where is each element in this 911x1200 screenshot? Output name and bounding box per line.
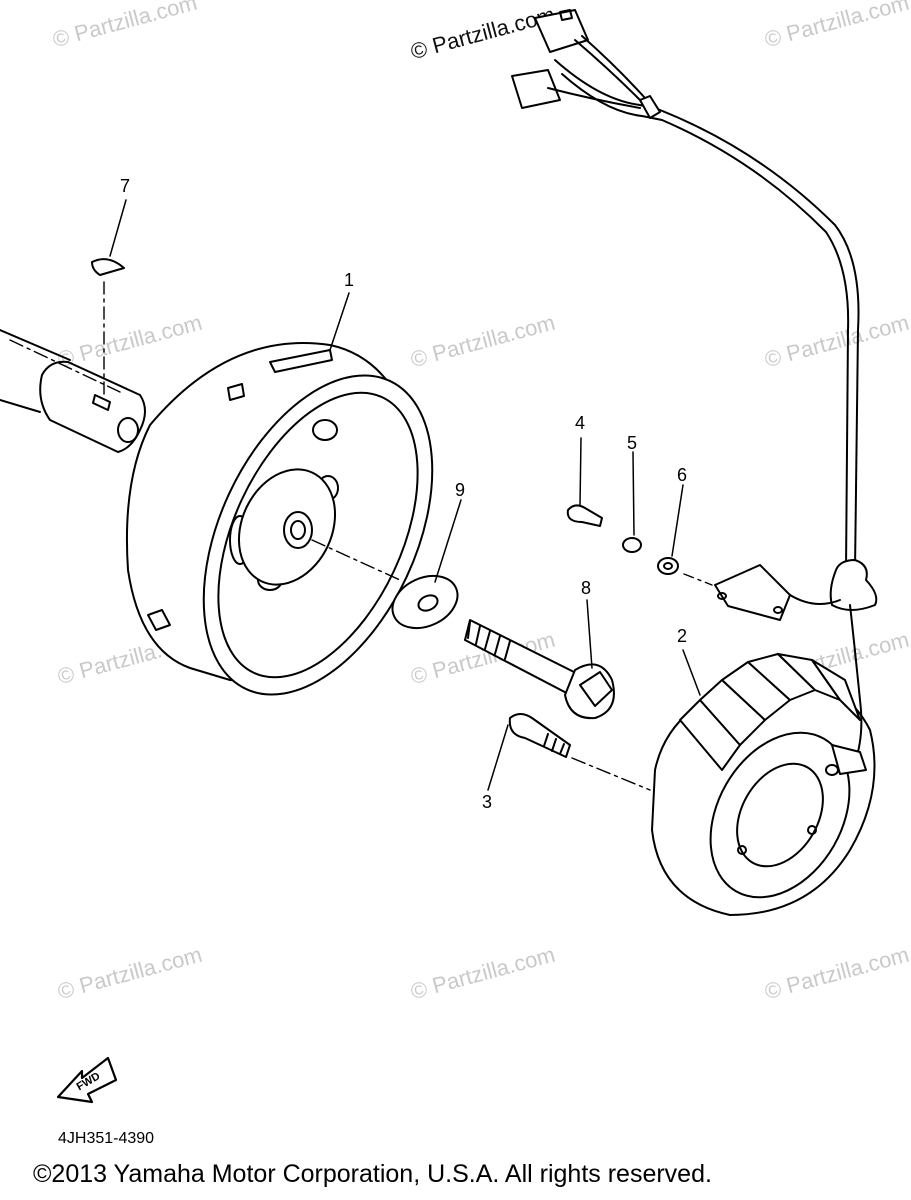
- callout-number: 9: [455, 480, 466, 500]
- flange-bolt: [464, 619, 615, 720]
- connector: [511, 69, 641, 109]
- plain-washer: [657, 557, 713, 586]
- callout-number: 2: [677, 626, 688, 646]
- lock-washer: [622, 537, 642, 553]
- callout-number: 3: [482, 792, 493, 812]
- diagram-code: 4JH351-4390: [58, 1130, 155, 1147]
- callout-number: 1: [344, 270, 355, 290]
- crankshaft: [0, 329, 146, 453]
- flywheel-rotor: [125, 341, 434, 696]
- callout-number: 6: [677, 465, 688, 485]
- callout-number: 5: [627, 433, 638, 453]
- wire-harness: [554, 59, 878, 775]
- callout-number: 7: [120, 176, 131, 196]
- stator-coil: [651, 653, 876, 916]
- fwd-arrow-icon: FWD: [56, 1056, 118, 1104]
- stator-screw: [508, 713, 651, 791]
- small-screw: [566, 504, 603, 527]
- washer: [391, 574, 459, 630]
- callout-number: 4: [575, 413, 586, 433]
- connector: [534, 9, 646, 101]
- leader-lines: [109, 199, 701, 791]
- pickup-coil: [714, 564, 791, 621]
- woodruff-key: [91, 258, 125, 396]
- callout-number: 8: [581, 578, 592, 598]
- copyright-notice: ©2013 Yamaha Motor Corporation, U.S.A. A…: [33, 1160, 712, 1188]
